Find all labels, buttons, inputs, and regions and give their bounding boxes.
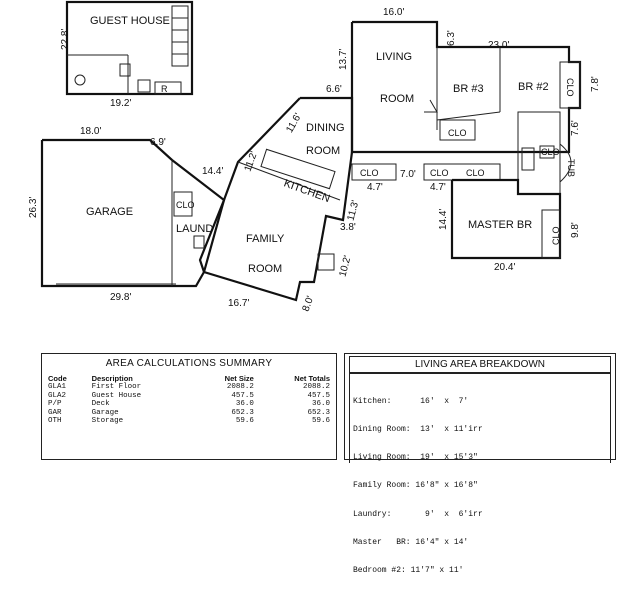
guest-house-label: GUEST HOUSE <box>90 15 170 27</box>
family-small-dim: 8.0' <box>301 294 317 313</box>
table-row: OTH Storage 59.6 59.6 <box>46 417 332 426</box>
floor-plan: GUEST HOUSE R 22.8' 19.2' LIVING ROOM BR… <box>28 0 601 313</box>
area-summary-title: AREA CALCULATIONS SUMMARY <box>105 358 273 369</box>
cell-code: GAR <box>48 408 62 417</box>
dining-diag-dim: 11.6' <box>284 111 304 134</box>
living-height-dim: 13.7' <box>338 49 349 70</box>
cell-code: GLA1 <box>48 383 67 391</box>
clo-hall-2: CLO <box>430 168 449 178</box>
col-description: Description <box>91 374 133 383</box>
garage-height-dim: 26.3' <box>28 197 39 218</box>
master-bedroom <box>450 178 562 260</box>
list-item: Kitchen: 16' x 7' <box>353 396 469 406</box>
gh-height-dim: 22.8' <box>60 29 71 50</box>
dining-left-dim: 6.6' <box>326 84 342 95</box>
guest-house <box>65 0 194 96</box>
family-right-dim: 10.2' <box>337 254 353 278</box>
cell-code: P/P <box>48 400 62 409</box>
col-code: Code <box>48 374 67 383</box>
living-width-dim: 16.0' <box>383 7 404 18</box>
cell-description: Storage <box>91 417 124 426</box>
col-net-size: Net Size <box>224 374 254 383</box>
cell-description: Garage <box>91 408 119 417</box>
cell-net-total: 59.6 <box>311 417 330 426</box>
master-left-dim: 14.4' <box>438 209 449 230</box>
clo-hall-1: CLO <box>360 168 379 178</box>
garage-width-dim: 18.0' <box>80 126 101 137</box>
cell-net-size: 2088.2 <box>226 383 254 391</box>
garage-label: GARAGE <box>86 206 133 218</box>
cell-net-total: 2088.2 <box>302 383 330 391</box>
br2-label: BR #2 <box>518 81 549 93</box>
clo-garage: CLO <box>176 200 195 210</box>
clo-br2: CLO <box>565 78 575 97</box>
master-br-label: MASTER BR <box>468 219 532 231</box>
family-label-1: FAMILY <box>246 233 285 245</box>
living-room-label-2: ROOM <box>380 93 414 105</box>
garage-bottom-dim: 29.8' <box>110 292 131 303</box>
clo-right-dim: 7.6' <box>570 120 581 136</box>
cell-net-total: 457.5 <box>307 391 330 400</box>
list-item: Master BR: 16'4" x 14' <box>353 537 469 547</box>
hall-c-dim: 4.7' <box>430 182 446 193</box>
table-row: GLA2 Guest House 457.5 457.5 <box>46 392 332 401</box>
table-row: GAR Garage 652.3 652.3 <box>46 409 332 418</box>
clo-hall-3: CLO <box>466 168 485 178</box>
hall-a-dim: 4.7' <box>367 182 383 193</box>
hall-b-dim: 7.0' <box>400 169 416 180</box>
cell-net-size: 457.5 <box>231 391 254 400</box>
garage <box>40 138 226 288</box>
living-offset-dim: 6.3' <box>446 30 457 46</box>
living-bedroom-block <box>350 20 582 154</box>
area-table-header: Code Description Net Size Net Totals <box>46 374 332 383</box>
cell-net-size: 36.0 <box>235 400 254 409</box>
col-net-totals: Net Totals <box>294 374 330 383</box>
list-item: Family Room: 16'8" x 16'8" <box>353 481 478 491</box>
cell-net-size: 59.6 <box>235 417 254 426</box>
dining-label-2: ROOM <box>306 145 340 157</box>
master-bottom-dim: 20.4' <box>494 262 515 273</box>
table-row: P/P Deck 36.0 36.0 <box>46 400 332 409</box>
list-item: Laundry: 9' x 6'irr <box>353 509 483 519</box>
master-right-dim: 9.8' <box>570 222 581 238</box>
cell-description: Deck <box>91 400 110 409</box>
clo-top-dim: 7.8' <box>590 76 601 92</box>
living-area-panel: LIVING AREA BREAKDOWN Kitchen: 16' x 7' … <box>344 353 616 575</box>
cell-net-total: 652.3 <box>307 408 330 417</box>
garage-diag-dim: 6.9' <box>150 137 166 148</box>
list-item: Living Room: 19' x 15'3" <box>353 453 478 463</box>
guest-house-r-label: R <box>161 84 168 94</box>
family-bottom-dim: 16.7' <box>228 298 249 309</box>
clo-br3: CLO <box>448 128 467 138</box>
living-room-label-1: LIVING <box>376 51 412 63</box>
cell-description: Guest House <box>91 391 142 400</box>
list-item: Dining Room: 13' x 11'irr <box>353 425 483 435</box>
list-item: Bedroom #2: 11'7" x 11' <box>353 566 464 576</box>
laund-diag-dim: 14.4' <box>202 166 223 177</box>
living-breakdown-list: Kitchen: 16' x 7' Dining Room: 13' x 11'… <box>353 378 483 594</box>
table-row: GLA1 First Floor 2088.2 2088.2 <box>46 383 332 392</box>
cell-net-size: 652.3 <box>231 408 254 417</box>
tub-label: TUB <box>566 159 576 177</box>
br-width-dim: 23.0' <box>488 40 509 51</box>
gh-width-dim: 19.2' <box>110 98 131 109</box>
cell-net-total: 36.0 <box>311 400 330 409</box>
cell-description: First Floor <box>91 383 142 391</box>
br3-label: BR #3 <box>453 83 484 95</box>
family-label-2: ROOM <box>248 263 282 275</box>
kitchen-small-dim: 3.8' <box>340 222 356 233</box>
area-table: Code Description Net Size Net Totals GLA… <box>46 374 332 426</box>
living-breakdown-box <box>349 373 611 463</box>
laund-label: LAUND <box>176 223 213 235</box>
kitchen-right-dim: 11.3' <box>345 199 361 222</box>
living-breakdown-title: LIVING AREA BREAKDOWN <box>349 356 611 373</box>
clo-master: CLO <box>551 226 561 245</box>
cell-code: GLA2 <box>48 391 67 400</box>
area-calculations-panel: AREA CALCULATIONS SUMMARY Code Descripti… <box>41 353 337 460</box>
cell-code: OTH <box>48 417 62 426</box>
dining-label-1: DINING <box>306 122 345 134</box>
clo-bath: CLO <box>541 147 560 157</box>
